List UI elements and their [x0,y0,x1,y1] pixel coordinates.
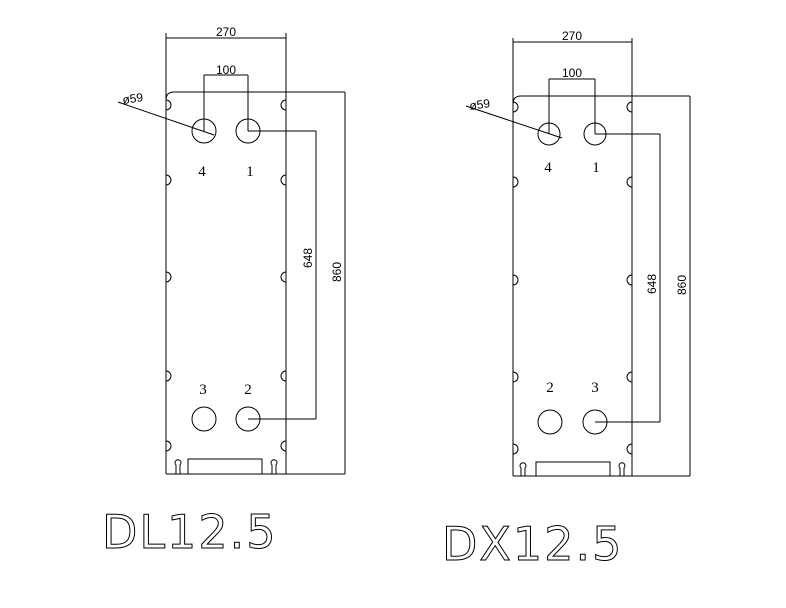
dim-port-spacing-label: 100 [216,63,236,77]
dim-port-spacing-label: 100 [562,66,582,80]
model-label-dl: DL12.5 [102,505,277,559]
port-bottom-left-label: 2 [546,380,554,396]
bottom-slot [535,461,611,477]
port-bottom-right-label: 2 [244,382,252,398]
dim-height-label: 860 [330,262,344,282]
dim-vertical-port-label: 648 [645,274,659,294]
port-bottom-left-label: 3 [199,382,207,398]
port-bottom-right-label: 3 [591,380,599,396]
dim-width-label: 270 [216,25,236,39]
dim-width-label: 270 [562,29,582,43]
dim-port-diameter-label: ø59 [121,90,144,107]
port-3-circle [191,406,217,432]
port-4-circle [191,118,217,144]
plate-outline [165,91,345,474]
plate-drawing-dl: 270 100 ø59 4 1 3 2 648 860 [102,25,346,560]
plate-outline [512,95,690,476]
dim-vertical-port-label: 648 [301,248,315,268]
port-top-right-label: 1 [246,164,254,180]
plate-drawing-dx: 270 100 ø59 4 1 2 3 648 860 [442,29,691,572]
dim-height-label: 860 [675,275,689,295]
port-2-circle [537,409,563,435]
port-top-left-label: 4 [544,160,552,176]
port-top-left-label: 4 [198,164,206,180]
dim-port-diameter-label: ø59 [468,96,491,113]
port-top-right-label: 1 [592,160,600,176]
port-4-circle [537,122,561,146]
model-label-dx: DX12.5 [442,517,623,571]
bottom-slot [187,458,263,475]
